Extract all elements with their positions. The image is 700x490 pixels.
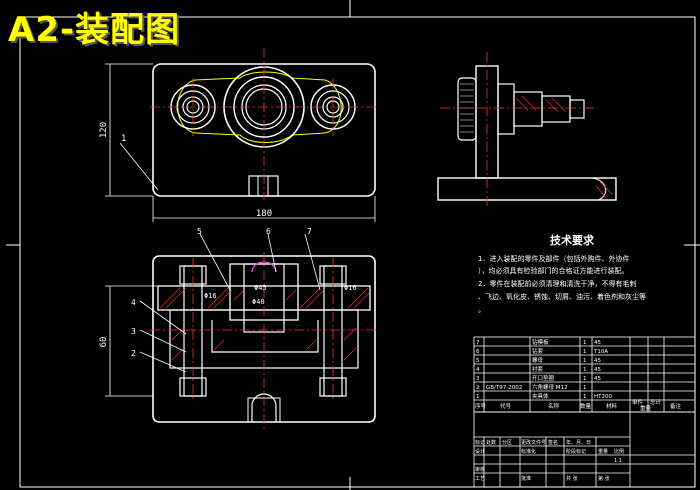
dim-width-top: 180 xyxy=(256,209,272,219)
bom-header-total: 总计 xyxy=(650,398,662,406)
title-block: 标记 处数 分区 更改文件号 签名 年、月、日 设计 标准化 阶段标记 重量 比… xyxy=(475,439,624,482)
bom-row-code: GB/T97-2002 xyxy=(486,385,522,391)
balloon-5: 5 xyxy=(197,227,202,236)
balloon-2: 2 xyxy=(131,349,136,358)
tech-line-4: 、飞边、氧化皮、锈蚀、切屑、油污、着色剂和灰尘等 xyxy=(478,292,646,301)
drawing-frame xyxy=(6,0,700,490)
bom-header-name: 名称 xyxy=(548,402,560,410)
tb-count: 处数 xyxy=(486,439,496,446)
bom-header-note: 备注 xyxy=(670,402,682,410)
tb-review: 审核 xyxy=(475,466,485,473)
bom-row-mat: HT200 xyxy=(594,394,612,400)
tb-stage: 阶段标记 xyxy=(566,448,586,455)
bom-row-name: 钻套 xyxy=(532,347,544,355)
balloon-1: 1 xyxy=(121,134,126,144)
balloon-6: 6 xyxy=(266,227,271,236)
tb-total-sheets: 共 张 xyxy=(566,475,578,482)
tech-heading: 技术要求 xyxy=(550,233,595,247)
drawing-title: A2-装配图 xyxy=(8,9,181,50)
bom-row-qty: 1 xyxy=(583,394,587,400)
bom-row-no: 2 xyxy=(476,385,480,391)
bom-row-name: 开口垫圈 xyxy=(532,374,555,382)
dim-dia-3: Φ40 xyxy=(252,298,265,306)
dim-height-section: 60 xyxy=(99,337,109,348)
bom-row-no: 4 xyxy=(476,367,480,373)
bom-rows: 7 钻模板 1 45 6 钻套 1 T10A 5 螺母 1 45 4 衬套 1 … xyxy=(475,338,682,412)
section-view: 60 Φ16 Φ45 Φ40 Φ16 2 3 4 5 6 7 xyxy=(99,227,378,430)
bom-row-name: 六角螺母 M12 xyxy=(532,383,568,391)
bom-row-no: 7 xyxy=(476,340,480,346)
bom-row-no: 5 xyxy=(476,358,480,364)
bom-header-no: 序号 xyxy=(475,402,487,410)
balloon-3: 3 xyxy=(131,327,136,336)
bom-header-weight: 重量 xyxy=(640,404,652,412)
dim-dia-4: Φ16 xyxy=(344,284,357,292)
bom-row-qty: 1 xyxy=(583,349,587,355)
tb-mark: 标记 xyxy=(475,439,485,446)
bom-row-no: 1 xyxy=(476,394,480,400)
tb-ratio: 比例 xyxy=(614,448,624,455)
dim-dia-1: Φ16 xyxy=(204,292,217,300)
bom-header-code: 代号 xyxy=(500,402,512,410)
balloon-4: 4 xyxy=(131,298,136,307)
tech-requirements: 技术要求 1．进入装配的零件及部件（包括外购件、外协件 ），均必须具有检验部门的… xyxy=(478,233,646,314)
top-view: 180 120 1 xyxy=(99,48,378,222)
bom-header-single: 单件 xyxy=(632,398,644,406)
bom-row-mat: T10A xyxy=(593,349,608,355)
tb-date: 年、月、日 xyxy=(566,439,591,446)
balloon-7: 7 xyxy=(307,227,312,236)
bom-row-name: 衬套 xyxy=(532,365,544,373)
bom-header-qty: 数量 xyxy=(580,402,592,410)
bom-header-mat: 材料 xyxy=(606,402,618,410)
bom-row-name: 钻模板 xyxy=(532,338,549,346)
bom-row-name: 夹具体 xyxy=(532,392,549,400)
bom-row-qty: 1 xyxy=(583,358,587,364)
tech-line-2: ），均必须具有检验部门的合格证方能进行装配。 xyxy=(478,266,629,275)
bom-row-qty: 1 xyxy=(583,385,587,391)
side-view xyxy=(437,52,617,206)
bom-row-qty: 1 xyxy=(583,340,587,346)
bom-row-name: 螺母 xyxy=(532,356,544,364)
tech-line-5: 。 xyxy=(478,306,485,314)
bom-row-mat: 45 xyxy=(594,358,601,364)
tb-weight: 重量 xyxy=(598,448,608,455)
tb-sheet: 第 张 xyxy=(598,475,610,482)
bom-row-mat: 45 xyxy=(594,340,601,346)
bom-row-no: 6 xyxy=(476,349,480,355)
bom-row-mat: 45 xyxy=(594,376,601,382)
bom-row-no: 3 xyxy=(476,376,480,382)
tb-change: 更改文件号 xyxy=(521,439,546,446)
tb-process: 工艺 xyxy=(475,476,485,482)
tb-zone: 分区 xyxy=(502,439,512,446)
bom-row-qty: 1 xyxy=(583,376,587,382)
tb-approve: 批准 xyxy=(521,475,531,482)
tech-line-3: 2．零件在装配前必须清理和清洗干净，不得有毛刺 xyxy=(478,279,636,288)
tb-design: 设计 xyxy=(475,448,485,455)
bom-table xyxy=(473,336,696,488)
tb-standard: 标准化 xyxy=(521,448,536,455)
bom-row-qty: 1 xyxy=(583,367,587,373)
tb-sign: 签名 xyxy=(548,439,558,446)
dim-height-top: 120 xyxy=(99,122,109,138)
tb-scale: 1:1 xyxy=(614,458,622,464)
bom-row-mat: 45 xyxy=(594,367,601,373)
tech-line-1: 1．进入装配的零件及部件（包括外购件、外协件 xyxy=(478,254,629,263)
dim-dia-2: Φ45 xyxy=(254,284,267,292)
